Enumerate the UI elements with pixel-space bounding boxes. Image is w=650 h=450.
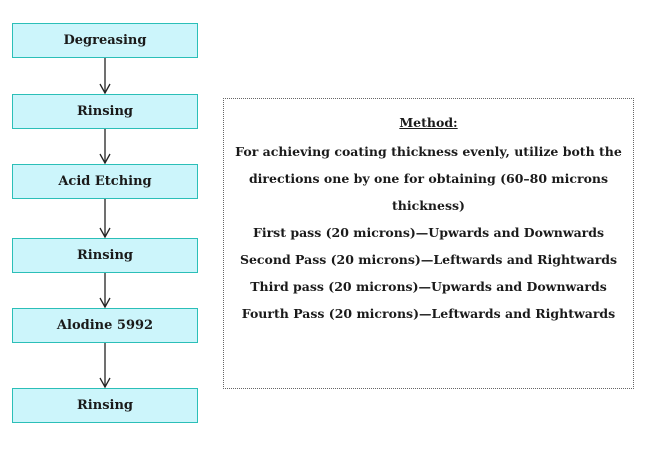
step-label: Acid Etching [58,174,152,189]
step-alodine-5992: Alodine 5992 [12,308,198,343]
step-acid-etching: Acid Etching [12,164,198,199]
step-rinsing-2: Rinsing [12,238,198,273]
method-line-1: For achieving coating thickness evenly, … [235,144,622,159]
step-degreasing: Degreasing [12,23,198,58]
method-heading: Method: [399,115,458,130]
step-label: Rinsing [77,104,133,119]
method-line-5: Second Pass (20 microns)—Leftwards and R… [239,252,618,267]
step-label: Rinsing [77,248,133,263]
step-rinsing-1: Rinsing [12,94,198,129]
method-line-7: Fourth Pass (20 microns)—Leftwards and R… [241,306,616,321]
step-label: Alodine 5992 [56,318,154,333]
method-line-2: directions one by one for obtaining (60–… [248,171,609,186]
method-line-6: Third pass (20 microns)—Upwards and Down… [250,279,607,294]
method-line-4: First pass (20 microns)—Upwards and Down… [252,225,605,240]
method-box: Method: For achieving coating thickness … [223,98,634,389]
step-label: Degreasing [63,33,147,48]
step-rinsing-3: Rinsing [12,388,198,423]
method-line-3: thickness) [392,198,465,213]
step-label: Rinsing [77,398,133,413]
